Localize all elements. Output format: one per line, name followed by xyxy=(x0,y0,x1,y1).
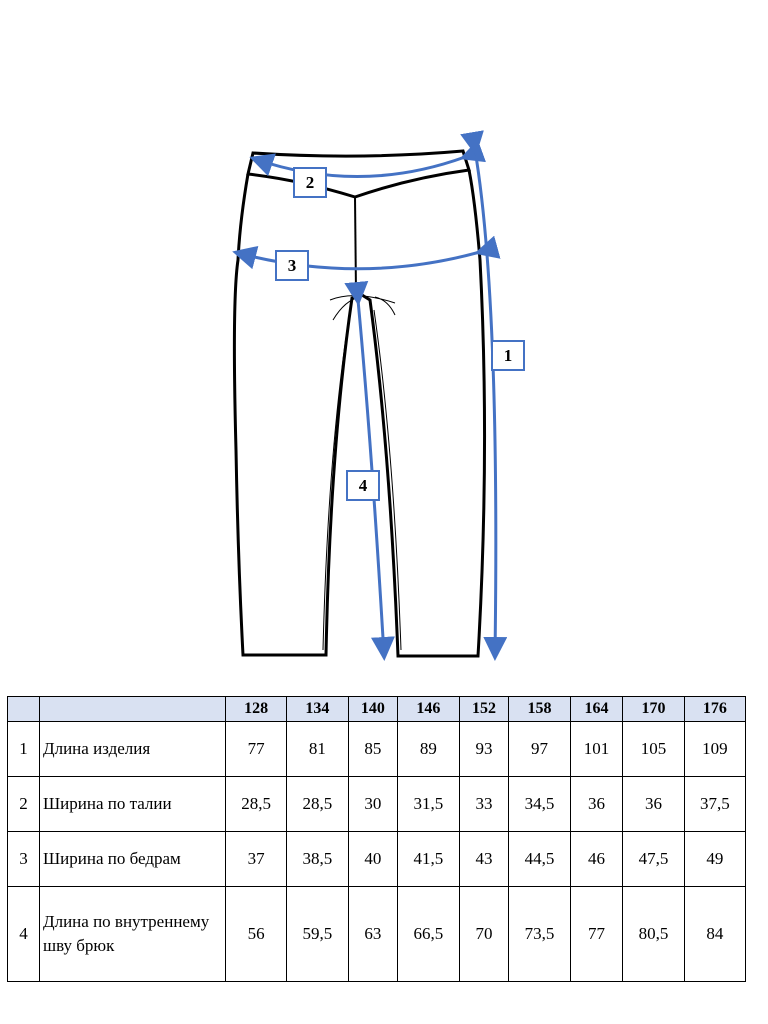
measurement-value: 66,5 xyxy=(397,886,460,982)
measurement-value: 46 xyxy=(569,831,624,887)
measurement-value: 80,5 xyxy=(622,886,685,982)
size-header: 170 xyxy=(622,696,685,722)
callout-4: 4 xyxy=(346,470,380,501)
measurement-value: 33 xyxy=(458,776,510,832)
measurement-value: 41,5 xyxy=(397,831,460,887)
measurement-name: Ширина по талии xyxy=(39,776,226,832)
measurement-value: 59,5 xyxy=(286,886,349,982)
row-number: 2 xyxy=(7,776,40,832)
measurement-value: 89 xyxy=(397,721,460,777)
measurement-value: 38,5 xyxy=(286,831,349,887)
measurement-value: 28,5 xyxy=(224,776,288,832)
measurement-value: 77 xyxy=(224,721,288,777)
arrow-waist xyxy=(249,139,487,178)
measurement-value: 47,5 xyxy=(622,831,685,887)
header-empty xyxy=(39,696,226,722)
measurement-value: 105 xyxy=(622,721,685,777)
measurement-value: 44,5 xyxy=(508,831,571,887)
measurement-value: 36 xyxy=(569,776,624,832)
measurement-value: 85 xyxy=(347,721,399,777)
measurement-value: 28,5 xyxy=(286,776,349,832)
measurement-value: 34,5 xyxy=(508,776,571,832)
pants-diagram xyxy=(232,130,508,661)
measurement-value: 109 xyxy=(683,721,747,777)
row-number: 4 xyxy=(7,886,40,982)
row-number: 3 xyxy=(7,831,40,887)
callout-3: 3 xyxy=(275,250,309,281)
size-header: 176 xyxy=(683,696,747,722)
measurement-value: 77 xyxy=(569,886,624,982)
callout-1: 1 xyxy=(491,340,525,371)
size-header: 158 xyxy=(508,696,571,722)
size-header: 128 xyxy=(224,696,288,722)
measurement-value: 37,5 xyxy=(683,776,747,832)
measurement-name: Ширина по бедрам xyxy=(39,831,226,887)
measurement-value: 101 xyxy=(569,721,624,777)
measurement-value: 37 xyxy=(224,831,288,887)
callout-2: 2 xyxy=(293,167,327,198)
measurement-value: 97 xyxy=(508,721,571,777)
measurement-value: 63 xyxy=(347,886,399,982)
measurement-value: 81 xyxy=(286,721,349,777)
arrow-inseam xyxy=(344,280,395,661)
measurement-name: Длина по внутреннему шву брюк xyxy=(39,886,226,982)
measurement-value: 49 xyxy=(683,831,747,887)
pants-outline xyxy=(232,149,487,658)
header-empty xyxy=(7,696,40,722)
size-header: 152 xyxy=(458,696,510,722)
measurement-name: Длина изделия xyxy=(39,721,226,777)
measurement-value: 30 xyxy=(347,776,399,832)
size-header: 146 xyxy=(397,696,460,722)
header-row: 128 134 140 146 152 158 164 170 176 xyxy=(7,696,747,722)
arrow-hips xyxy=(232,235,501,271)
measurement-value: 73,5 xyxy=(508,886,571,982)
measurement-value: 84 xyxy=(683,886,747,982)
row-number: 1 xyxy=(7,721,40,777)
measurement-value: 93 xyxy=(458,721,510,777)
measurement-value: 43 xyxy=(458,831,510,887)
size-header: 134 xyxy=(286,696,349,722)
measure-arrows xyxy=(232,130,508,661)
measurement-value: 56 xyxy=(224,886,288,982)
size-header: 164 xyxy=(569,696,624,722)
measurement-value: 70 xyxy=(458,886,510,982)
measurement-value: 31,5 xyxy=(397,776,460,832)
measurement-value: 36 xyxy=(622,776,685,832)
size-header: 140 xyxy=(347,696,399,722)
measurement-value: 40 xyxy=(347,831,399,887)
